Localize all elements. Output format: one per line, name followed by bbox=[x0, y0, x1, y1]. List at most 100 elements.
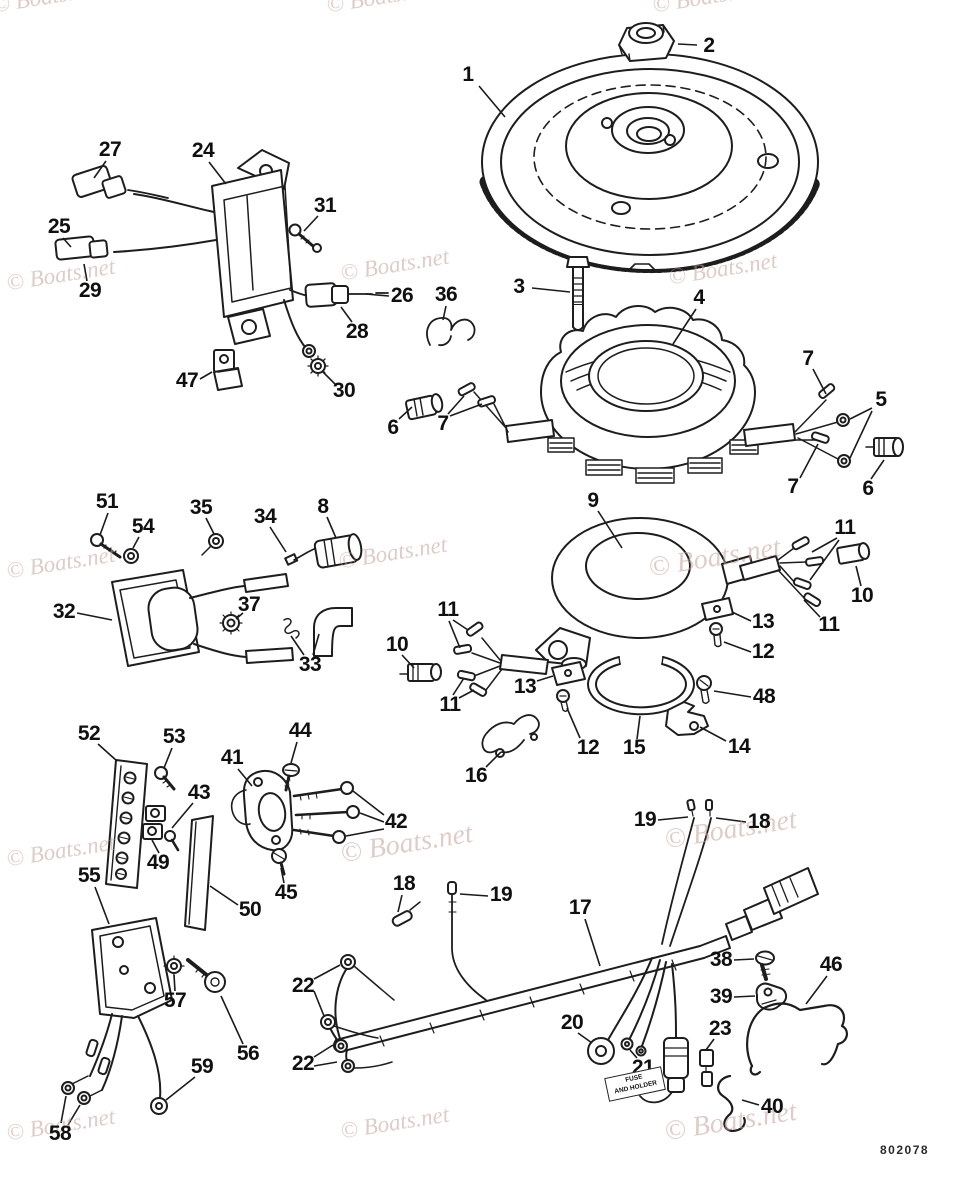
leader-line bbox=[290, 741, 298, 764]
stator-lead-right-drawing bbox=[794, 383, 904, 468]
part-number-label-20: 20 bbox=[560, 1011, 584, 1034]
leader-line bbox=[715, 817, 747, 823]
trigger-ring-drawing bbox=[535, 517, 756, 671]
part-number-label-13: 13 bbox=[751, 610, 775, 633]
power-pack-55-drawing bbox=[61, 917, 173, 1115]
leader-line bbox=[448, 620, 461, 649]
leader-line bbox=[452, 677, 465, 696]
leader-line bbox=[269, 526, 287, 553]
leader-line bbox=[849, 410, 873, 459]
part-number-label-29: 29 bbox=[78, 279, 102, 302]
part-number-label-57: 57 bbox=[163, 989, 187, 1012]
part-number-label-37: 37 bbox=[237, 593, 261, 616]
leader-line bbox=[303, 215, 319, 232]
part-number-label-23: 23 bbox=[708, 1017, 732, 1040]
part-number-label-42: 42 bbox=[384, 810, 408, 833]
part-number-label-27: 27 bbox=[98, 138, 122, 161]
part-number-label-54: 54 bbox=[131, 515, 155, 538]
part-number-label-8: 8 bbox=[317, 495, 329, 518]
part-number-label-11: 11 bbox=[439, 693, 461, 716]
nut-30-drawing bbox=[307, 355, 329, 377]
leader-line bbox=[870, 459, 885, 480]
leader-line bbox=[99, 512, 109, 536]
wedge-13-center-drawing bbox=[551, 661, 586, 686]
part-number-label-12: 12 bbox=[751, 640, 775, 663]
part-number-label-24: 24 bbox=[191, 139, 215, 162]
part-number-label-55: 55 bbox=[77, 864, 101, 887]
strip-50-drawing bbox=[184, 815, 214, 931]
part-number-label-15: 15 bbox=[622, 736, 646, 759]
part-number-label-12: 12 bbox=[576, 736, 600, 759]
part-number-label-14: 14 bbox=[727, 735, 751, 758]
leader-line bbox=[849, 407, 873, 420]
leader-line bbox=[326, 516, 337, 539]
part-number-label-40: 40 bbox=[760, 1095, 784, 1118]
part-number-label-36: 36 bbox=[434, 283, 458, 306]
leader-line bbox=[83, 263, 88, 282]
part-number-label-49: 49 bbox=[146, 851, 170, 874]
part-number-label-39: 39 bbox=[709, 985, 733, 1008]
leader-line bbox=[741, 1099, 760, 1106]
terminal-strip-52-drawing bbox=[105, 759, 148, 889]
screw-51-drawing bbox=[90, 533, 122, 559]
leader-line bbox=[312, 633, 320, 656]
leader-line bbox=[536, 675, 554, 682]
plate-41-drawing bbox=[230, 770, 294, 852]
leader-line bbox=[365, 293, 390, 297]
screw-38-drawing bbox=[755, 950, 775, 981]
part-number-label-2: 2 bbox=[703, 34, 715, 57]
leader-line bbox=[809, 539, 840, 581]
ignition-coil-32-drawing bbox=[111, 533, 363, 667]
leader-line bbox=[237, 768, 253, 787]
part-number-label-41: 41 bbox=[220, 746, 244, 769]
leader-line bbox=[322, 371, 336, 385]
ring-terminal-35-drawing bbox=[201, 533, 224, 556]
part-number-label-35: 35 bbox=[189, 496, 213, 519]
flywheel-drawing bbox=[479, 53, 821, 274]
part-number-label-47: 47 bbox=[175, 369, 199, 392]
leader-line bbox=[60, 1095, 67, 1124]
part-number-label-50: 50 bbox=[238, 898, 262, 921]
part-number-label-38: 38 bbox=[709, 948, 733, 971]
screw-44-drawing bbox=[282, 763, 300, 792]
leader-line bbox=[803, 599, 821, 618]
trigger-leads-right-drawing bbox=[739, 536, 871, 608]
screw-53-drawing bbox=[154, 766, 176, 791]
leader-line bbox=[93, 160, 107, 179]
leader-line bbox=[132, 536, 140, 549]
bolt-56-drawing bbox=[186, 958, 226, 993]
leader-line bbox=[452, 619, 469, 631]
leader-line bbox=[94, 886, 110, 925]
leader-line bbox=[458, 689, 475, 699]
part-number-label-22: 22 bbox=[291, 974, 315, 997]
leader-line bbox=[290, 635, 305, 656]
leader-line bbox=[672, 308, 697, 345]
leader-line bbox=[352, 790, 385, 816]
leader-line bbox=[151, 839, 160, 854]
leader-line bbox=[313, 1061, 338, 1067]
leader-line bbox=[799, 443, 819, 479]
screw-45-drawing bbox=[271, 848, 287, 876]
leader-line bbox=[733, 995, 756, 998]
part-number-label-26: 26 bbox=[390, 284, 414, 307]
part-number-label-4: 4 bbox=[693, 286, 705, 309]
part-number-label-10: 10 bbox=[850, 584, 874, 607]
ignition-coil-24-drawing bbox=[54, 149, 389, 358]
part-number-label-46: 46 bbox=[819, 953, 843, 976]
screw-12-right-drawing bbox=[709, 622, 723, 648]
part-number-label-7: 7 bbox=[787, 475, 799, 498]
leader-line bbox=[531, 287, 571, 293]
connector-6-left-drawing bbox=[404, 393, 444, 421]
leader-line bbox=[459, 893, 489, 897]
wire-retainer-46-drawing bbox=[746, 1002, 848, 1076]
part-number-label-6: 6 bbox=[862, 477, 874, 500]
leader-line bbox=[340, 306, 353, 323]
part-number-label-19: 19 bbox=[633, 808, 657, 831]
leader-line bbox=[699, 726, 727, 742]
part-number-label-34: 34 bbox=[253, 505, 277, 528]
part-number-label-33: 33 bbox=[298, 653, 322, 676]
leader-line bbox=[398, 406, 413, 420]
part-number-label-18: 18 bbox=[747, 810, 771, 833]
part-number-label-58: 58 bbox=[48, 1122, 72, 1145]
retainer-ring-15-drawing bbox=[587, 656, 695, 716]
